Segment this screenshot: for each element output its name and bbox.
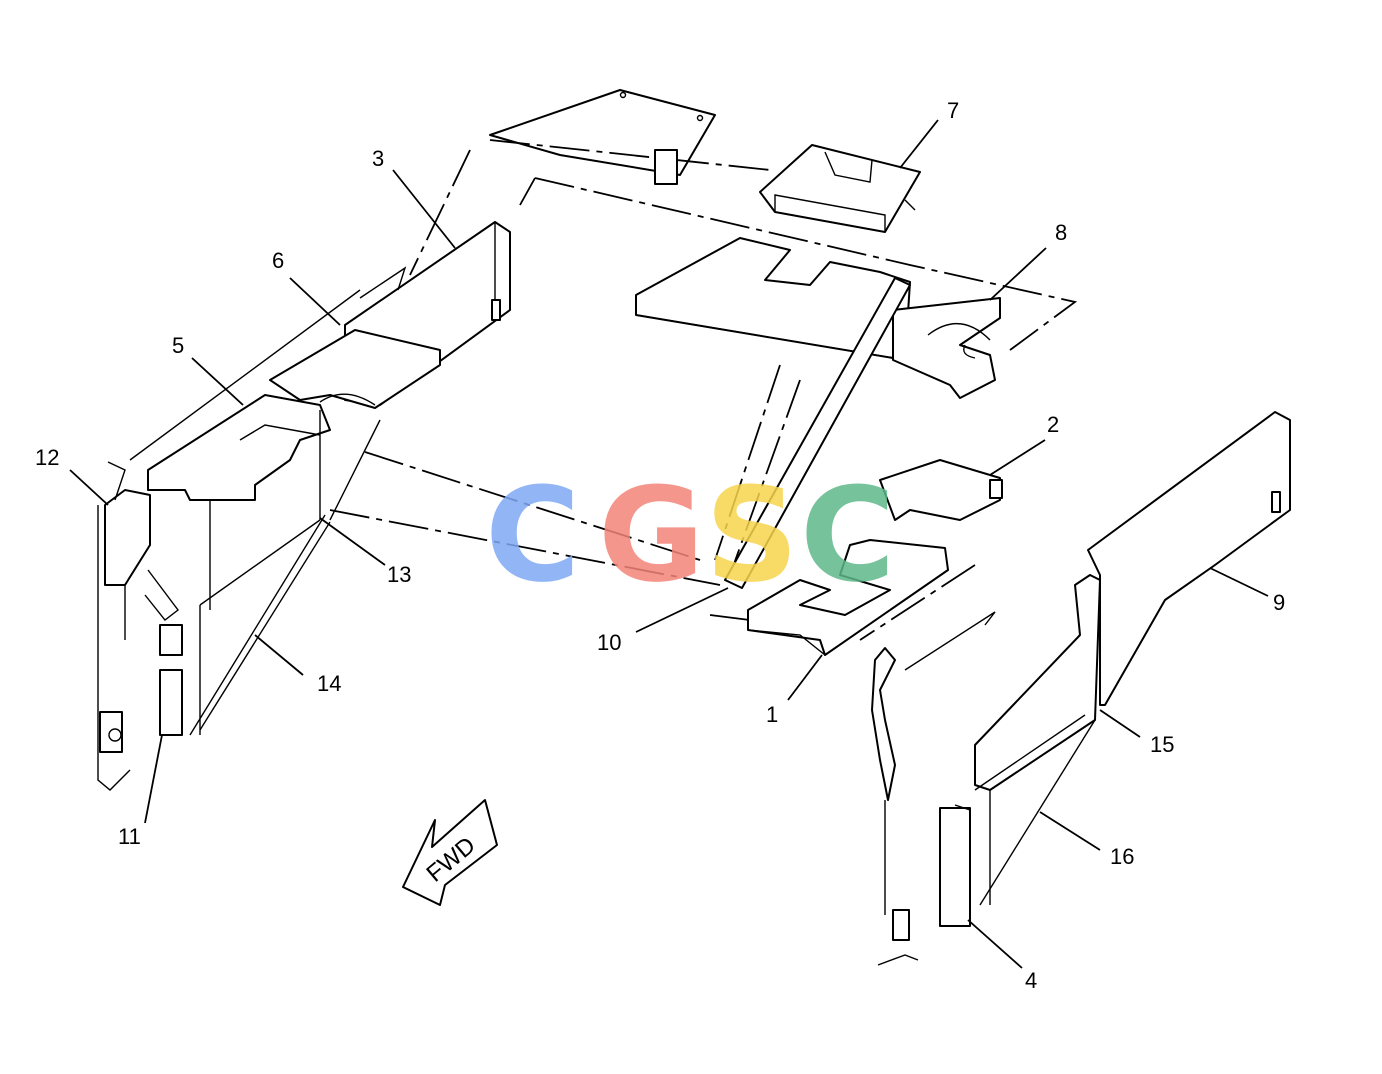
callout-4: 4 xyxy=(1025,968,1037,993)
part-5-left-frame xyxy=(147,394,331,501)
top-floor-panel xyxy=(489,89,716,185)
part-9-right-panel xyxy=(1087,411,1291,706)
leader-3 xyxy=(392,169,456,249)
part-7-block xyxy=(759,144,921,233)
part-13-14-left-braces xyxy=(144,410,381,736)
callout-5: 5 xyxy=(172,333,184,358)
callout-13: 13 xyxy=(387,562,411,587)
leader-11 xyxy=(144,734,163,824)
watermark-letter-2: G xyxy=(598,459,705,611)
part-10-rail xyxy=(724,277,911,589)
leader-lines xyxy=(69,119,1269,969)
part-4-right-block xyxy=(939,804,971,927)
leader-4 xyxy=(967,919,1023,969)
forward-direction-arrow: FWD xyxy=(402,799,498,906)
callout-3: 3 xyxy=(372,146,384,171)
part-6-block xyxy=(269,329,441,409)
leader-14 xyxy=(254,634,304,676)
watermark-logo: C G S C xyxy=(485,459,895,611)
watermark-letter-1: C xyxy=(485,459,580,611)
right-hinge-details xyxy=(871,611,996,966)
left-hinge-details xyxy=(99,266,407,753)
callout-12: 12 xyxy=(35,445,59,470)
callout-10: 10 xyxy=(597,630,621,655)
callout-9: 9 xyxy=(1273,590,1285,615)
leader-5 xyxy=(191,357,244,406)
callout-2: 2 xyxy=(1047,412,1059,437)
callout-11: 11 xyxy=(118,824,141,849)
leader-12 xyxy=(69,469,109,506)
callout-8: 8 xyxy=(1055,220,1067,245)
leader-10 xyxy=(635,587,729,633)
callout-6: 6 xyxy=(272,248,284,273)
part-2-shelf xyxy=(879,459,1003,521)
leader-2 xyxy=(989,439,1046,476)
callout-15: 15 xyxy=(1150,732,1174,757)
leader-9 xyxy=(1209,567,1269,597)
watermark-letter-4: C xyxy=(800,459,895,611)
leader-13 xyxy=(319,517,386,566)
part-1-floor-plate xyxy=(747,539,949,656)
leader-8 xyxy=(989,247,1047,301)
leader-7 xyxy=(899,119,939,169)
watermark-letter-3: S xyxy=(705,459,799,611)
callout-labels: 1 2 3 4 5 6 7 8 9 10 11 12 13 14 15 16 xyxy=(35,98,1285,993)
leader-16 xyxy=(1039,811,1101,851)
part-15-16-right-structure xyxy=(974,574,1101,906)
leader-15 xyxy=(1099,709,1141,738)
callout-1: 1 xyxy=(766,702,778,727)
callout-16: 16 xyxy=(1110,844,1134,869)
callout-14: 14 xyxy=(317,671,341,696)
callout-7: 7 xyxy=(947,98,959,123)
leader-1 xyxy=(787,654,823,701)
leader-6 xyxy=(289,277,341,326)
assembly-centerlines xyxy=(329,139,1078,641)
part-12-left-upright xyxy=(97,489,151,791)
part-11-left-block xyxy=(159,624,183,736)
part-8-block xyxy=(892,297,1001,399)
